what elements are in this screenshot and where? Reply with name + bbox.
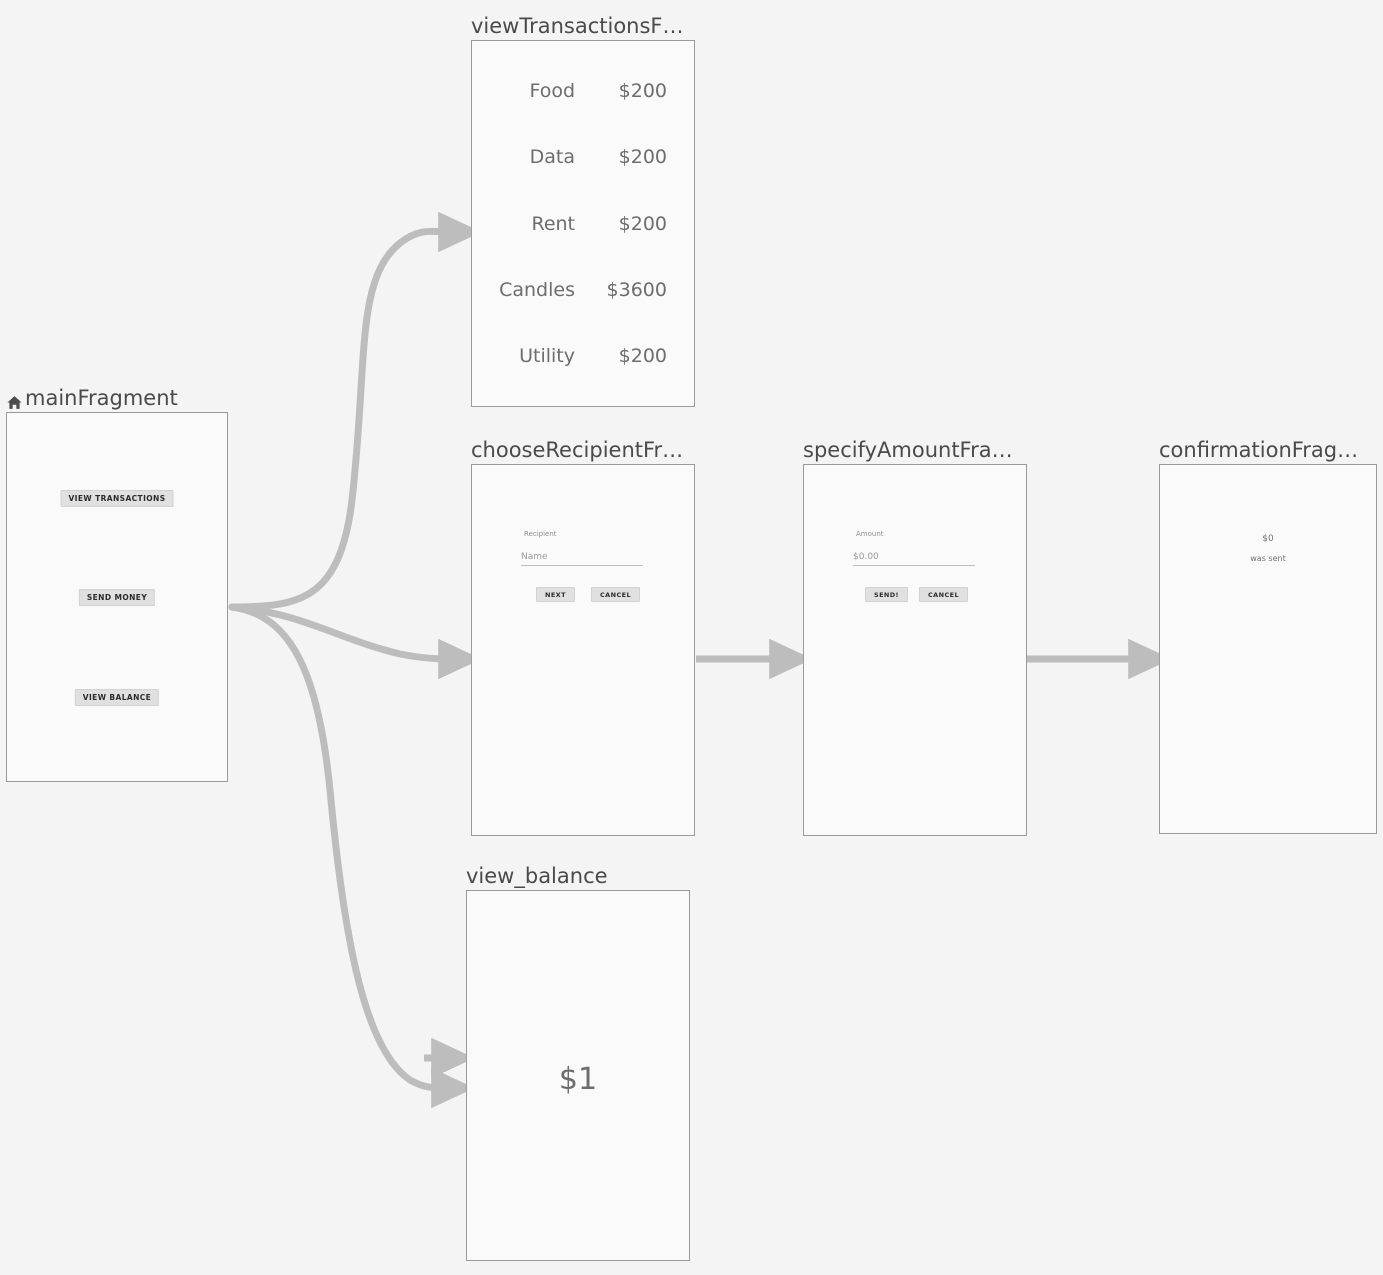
- node-view-transactions-fragment[interactable]: viewTransactionsF… Food $200 Data $200 R…: [471, 12, 695, 407]
- node-main-fragment-label-row: mainFragment: [6, 384, 228, 412]
- node-main-fragment[interactable]: mainFragment VIEW TRANSACTIONS SEND MONE…: [6, 384, 228, 782]
- recipient-name-input[interactable]: Name: [521, 552, 643, 566]
- transaction-name: Food: [529, 80, 575, 102]
- next-button[interactable]: NEXT: [536, 587, 575, 602]
- transaction-amount: $200: [618, 345, 667, 367]
- send-button[interactable]: SEND!: [865, 587, 908, 602]
- node-specify-amount-label-row: specifyAmountFra…: [803, 436, 1027, 464]
- node-choose-recipient-label-row: chooseRecipientFr…: [471, 436, 695, 464]
- node-view-transactions-title: viewTransactionsF…: [471, 14, 684, 38]
- edge-main-to-view-balance: [228, 603, 475, 1109]
- transaction-amount: $200: [618, 80, 667, 102]
- node-choose-recipient-fragment[interactable]: chooseRecipientFr… Recipient Name NEXT C…: [471, 436, 695, 836]
- balance-amount: $1: [558, 1062, 598, 1097]
- node-choose-recipient-title: chooseRecipientFr…: [471, 438, 684, 462]
- node-view-balance-title: view_balance: [466, 864, 608, 888]
- choose-recipient-screen: Recipient Name NEXT CANCEL: [472, 465, 694, 835]
- main-fragment-screen: VIEW TRANSACTIONS SEND MONEY VIEW BALANC…: [7, 413, 227, 781]
- confirmation-amount: $0: [1262, 534, 1274, 544]
- home-icon: [6, 391, 23, 409]
- transaction-name: Candles: [499, 279, 575, 301]
- choose-recipient-card[interactable]: Recipient Name NEXT CANCEL: [471, 464, 695, 836]
- confirmation-screen: $0 was sent: [1160, 465, 1376, 833]
- node-specify-amount-fragment[interactable]: specifyAmountFra… Amount $0.00 SEND! CAN…: [803, 436, 1027, 836]
- table-row: Food $200: [472, 77, 694, 105]
- node-view-transactions-label-row: viewTransactionsF…: [471, 12, 695, 40]
- transaction-amount: $3600: [606, 279, 667, 301]
- specify-amount-screen: Amount $0.00 SEND! CANCEL: [804, 465, 1026, 835]
- transaction-name: Rent: [531, 213, 575, 235]
- confirmation-subtext: was sent: [1250, 554, 1286, 563]
- view-balance-card[interactable]: $1: [466, 890, 690, 1261]
- node-view-balance-label-row: view_balance: [466, 862, 690, 890]
- view-transactions-screen: Food $200 Data $200 Rent $200 Candles $3…: [472, 41, 694, 406]
- send-money-button[interactable]: SEND MONEY: [78, 589, 156, 606]
- edge-main-to-view-transactions: [228, 211, 482, 611]
- view-balance-screen: $1: [467, 891, 689, 1260]
- node-view-balance[interactable]: view_balance $1: [466, 862, 690, 1261]
- view-balance-button[interactable]: VIEW BALANCE: [74, 689, 160, 706]
- cancel-button[interactable]: CANCEL: [591, 587, 640, 602]
- view-transactions-button[interactable]: VIEW TRANSACTIONS: [60, 490, 174, 507]
- recipient-field-label: Recipient: [524, 530, 557, 538]
- transaction-name: Data: [529, 146, 575, 168]
- edge-main-to-choose-recipient: [228, 603, 482, 680]
- transaction-amount: $200: [618, 213, 667, 235]
- node-confirmation-fragment[interactable]: confirmationFrag… $0 was sent: [1159, 436, 1377, 834]
- table-row: Utility $200: [472, 342, 694, 370]
- node-specify-amount-title: specifyAmountFra…: [803, 438, 1013, 462]
- amount-input[interactable]: $0.00: [853, 552, 975, 566]
- node-confirmation-label-row: confirmationFrag…: [1159, 436, 1377, 464]
- node-main-fragment-title: mainFragment: [25, 386, 178, 410]
- transaction-name: Utility: [519, 345, 575, 367]
- transaction-amount: $200: [618, 146, 667, 168]
- main-fragment-card[interactable]: VIEW TRANSACTIONS SEND MONEY VIEW BALANC…: [6, 412, 228, 782]
- node-confirmation-title: confirmationFrag…: [1159, 438, 1359, 462]
- cancel-button[interactable]: CANCEL: [919, 587, 968, 602]
- amount-field-label: Amount: [856, 530, 884, 538]
- confirmation-card[interactable]: $0 was sent: [1159, 464, 1377, 834]
- view-transactions-card[interactable]: Food $200 Data $200 Rent $200 Candles $3…: [471, 40, 695, 407]
- table-row: Candles $3600: [472, 276, 694, 304]
- specify-amount-card[interactable]: Amount $0.00 SEND! CANCEL: [803, 464, 1027, 836]
- table-row: Rent $200: [472, 210, 694, 238]
- table-row: Data $200: [472, 143, 694, 171]
